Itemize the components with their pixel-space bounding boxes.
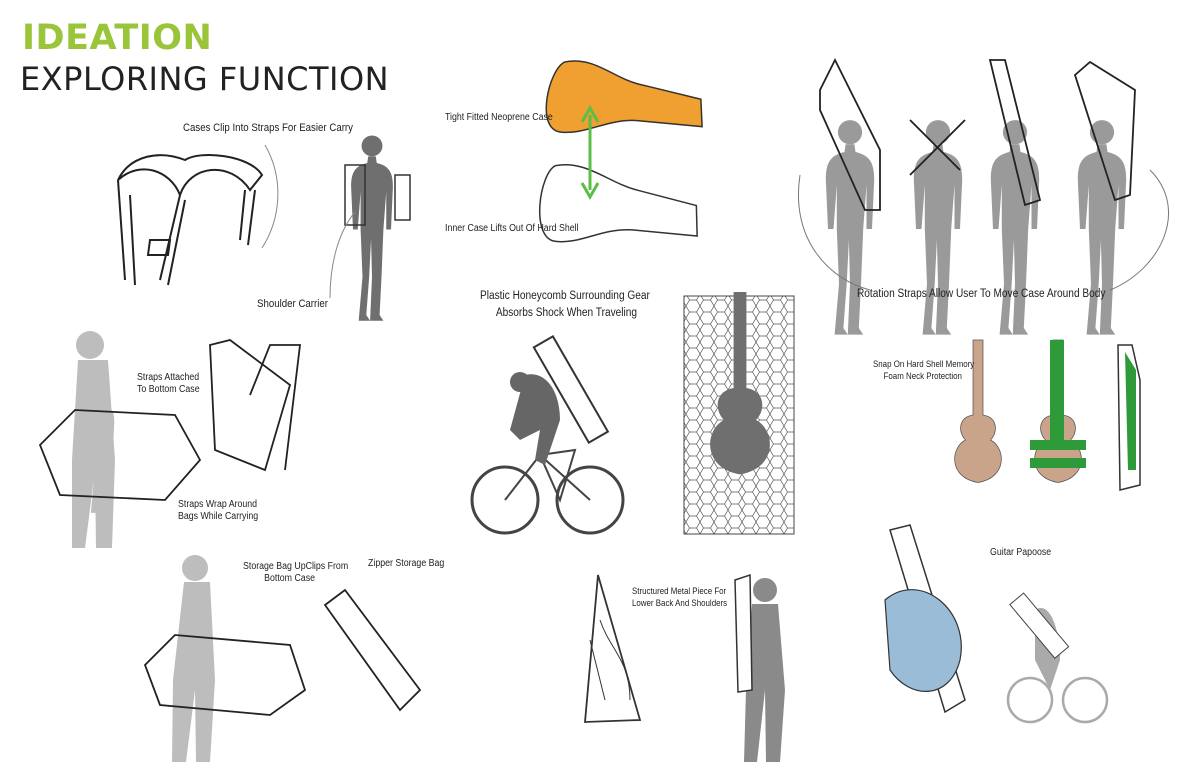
label-line: Bottom Case: [264, 573, 315, 584]
neoprene-case-sketch: [538, 60, 703, 243]
label-rotation: Rotation Straps Allow User To Move Case …: [857, 288, 1106, 300]
label-line: Straps Attached: [137, 372, 200, 383]
label-line: Structured Metal Piece For: [632, 586, 727, 596]
person-silhouette: [351, 135, 393, 321]
label-line: Foam Neck Protection: [883, 371, 962, 381]
label-line: To Bottom Case: [137, 384, 200, 395]
label-clip-straps: Cases Clip Into Straps For Easier Carry: [183, 122, 353, 134]
label-neoprene: Tight Fitted Neoprene Case: [445, 112, 553, 123]
label-line: Straps Wrap Around: [178, 499, 258, 510]
label-line: Lower Back And Shoulders: [632, 598, 728, 608]
label-honeycomb-line1: Plastic Honeycomb Surrounding Gear: [480, 290, 650, 302]
label-inner-case: Inner Case Lifts Out Of Hard Shell: [445, 223, 579, 234]
label-line: Snap On Hard Shell Memory: [873, 359, 975, 369]
rotation-strap-figures: [825, 120, 1127, 335]
label-shoulder-carrier: Shoulder Carrier: [257, 298, 329, 310]
harness-sketch: [117, 144, 279, 286]
label-papoose: Guitar Papoose: [990, 547, 1052, 558]
page-title: IDEATION: [22, 18, 213, 58]
label-line: Storage Bag UpClips From: [243, 561, 349, 572]
page-subtitle: EXPLORING FUNCTION: [20, 60, 390, 98]
label-line: Bags While Carrying: [178, 511, 259, 522]
cyclist-sketch: [470, 335, 625, 535]
label-zipper: Zipper Storage Bag: [368, 558, 445, 569]
label-honeycomb-line2: Absorbs Shock When Traveling: [495, 307, 638, 319]
